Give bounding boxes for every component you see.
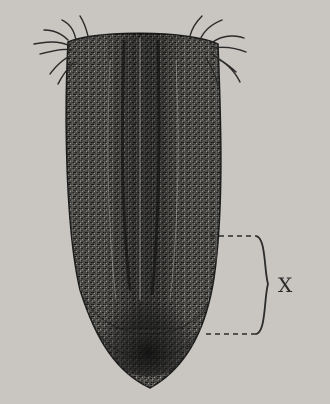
- region-label-x: X: [278, 273, 293, 297]
- root-body: [60, 30, 230, 400]
